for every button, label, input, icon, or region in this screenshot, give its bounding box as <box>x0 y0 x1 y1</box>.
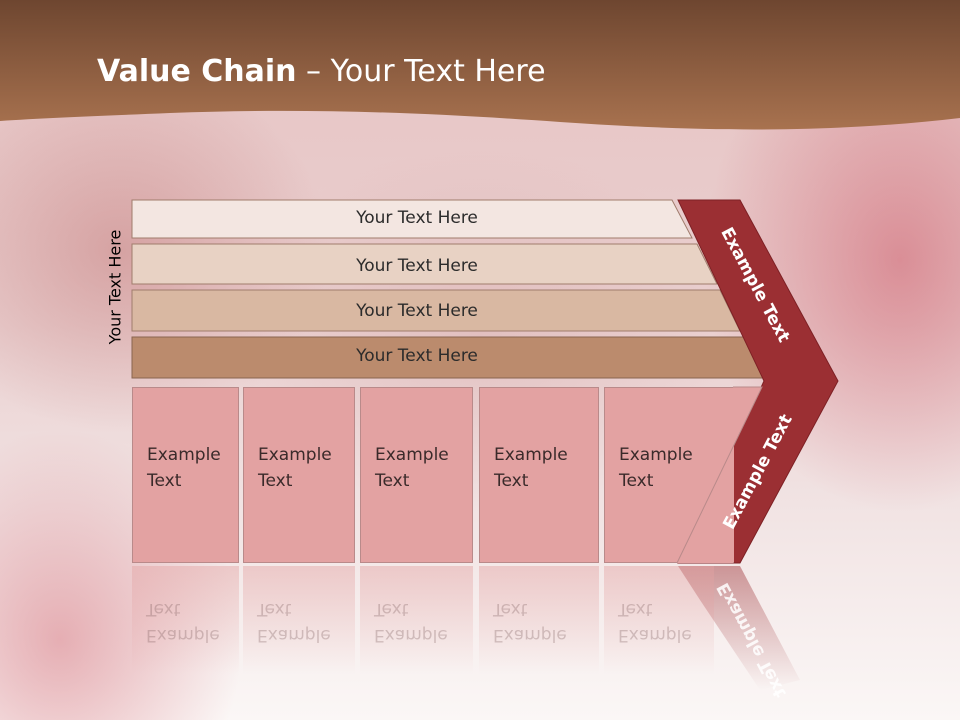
chevron-reflection <box>678 566 800 690</box>
box-1: Example Text <box>132 387 239 563</box>
title-rest: – Your Text Here <box>296 54 546 89</box>
box-5-reflection: Example Text <box>604 566 714 686</box>
box-5-label: Example Text <box>619 445 693 491</box>
bar-2 <box>131 243 718 285</box>
chevron-arrow <box>677 199 839 564</box>
header-band <box>0 0 960 130</box>
bar-1-label: Your Text Here <box>356 208 478 228</box>
box-5: Example Text <box>604 387 734 563</box>
bar-3-label: Your Text Here <box>356 301 478 321</box>
box-2-reflection-label: Example Text <box>257 599 331 645</box>
box-4-label: Example Text <box>494 445 568 491</box>
box-5-reflection-label: Example Text <box>618 599 692 645</box>
box-3-label: Example Text <box>375 445 449 491</box>
box-4-reflection-label: Example Text <box>493 599 567 645</box>
box-2: Example Text <box>243 387 355 563</box>
box-2-reflection: Example Text <box>243 566 355 686</box>
bar-4-label: Your Text Here <box>356 346 478 366</box>
box-3-reflection: Example Text <box>360 566 473 686</box>
box-4: Example Text <box>479 387 599 563</box>
box-1-reflection-label: Example Text <box>146 599 220 645</box>
box-3-reflection-label: Example Text <box>374 599 448 645</box>
slide-title: Value Chain – Your Text Here <box>97 54 546 89</box>
box-4-reflection: Example Text <box>479 566 599 686</box>
bar-2-label: Your Text Here <box>356 256 478 276</box>
box-1-reflection: Example Text <box>132 566 239 686</box>
box-1-label: Example Text <box>147 445 221 491</box>
box-2-label: Example Text <box>258 445 332 491</box>
box-3: Example Text <box>360 387 473 563</box>
bar-1 <box>131 199 693 239</box>
title-bold: Value Chain <box>97 54 297 89</box>
